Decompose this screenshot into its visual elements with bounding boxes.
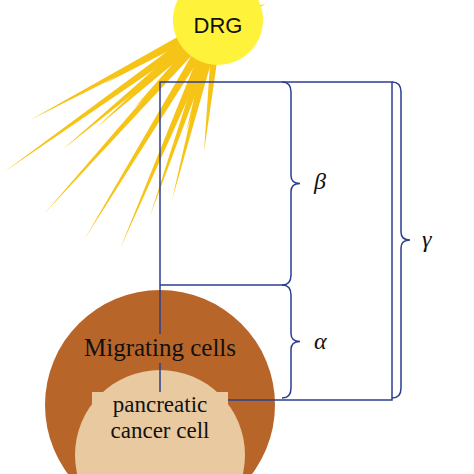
greek-label: γ <box>420 226 433 252</box>
divider-line <box>160 284 282 286</box>
drg-circle: DRG <box>173 0 263 65</box>
node-text: Migrating cells <box>81 334 239 363</box>
curly-brace <box>392 82 410 398</box>
greek-label: β <box>312 168 328 194</box>
curly-brace <box>282 285 300 398</box>
curly-brace <box>282 82 300 285</box>
greek-label: α <box>312 328 329 354</box>
node-text: DRG <box>191 13 246 38</box>
bracket-frame <box>160 82 392 400</box>
node-text: pancreatic cancer cell <box>92 392 228 445</box>
